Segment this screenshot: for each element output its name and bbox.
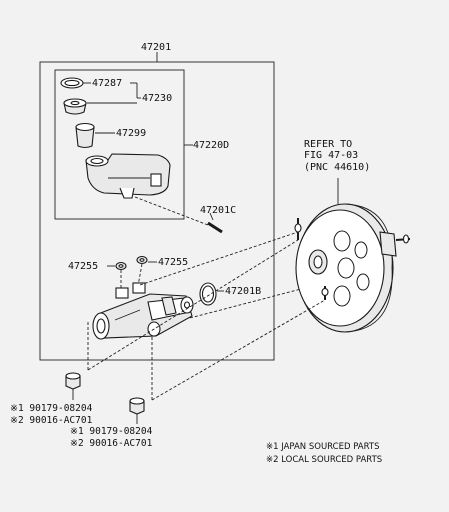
legend-local: ※2 LOCAL SOURCED PARTS (266, 455, 382, 465)
brake-booster (294, 203, 411, 333)
reservoir-tank (85, 153, 171, 199)
nut-upper-line-2: ※2 90016-AC701 (10, 415, 93, 426)
master-cylinder-body (92, 282, 194, 340)
grommet-right-part (136, 255, 148, 265)
label-pin: 47201C (200, 205, 236, 216)
grommet-left-part (115, 261, 127, 271)
nut-upper-stud-guide (87, 239, 299, 371)
label-grommet-right: 47255 (158, 257, 188, 268)
nut-upper-part (65, 372, 81, 390)
pin-guide (134, 196, 209, 226)
pin-leader (209, 212, 214, 221)
nut-lower-part (129, 397, 145, 415)
label-strainer: 47299 (116, 128, 146, 139)
label-grommet-left: 47255 (68, 261, 98, 272)
nut-lower-line-1: ※1 90179-08204 (70, 426, 153, 437)
grommet-right-guide (137, 263, 143, 287)
label-assembly: 47201 (141, 42, 171, 53)
label-reservoir: 47220D (193, 140, 229, 151)
legend-japan: ※1 JAPAN SOURCED PARTS (266, 442, 379, 452)
nut-upper-line-1: ※1 90179-08204 (10, 403, 93, 414)
refer-line-1: REFER TO (304, 139, 352, 150)
reservoir-frame (54, 69, 185, 220)
gasket-part (60, 77, 84, 89)
stud-guide-upper (139, 231, 299, 286)
strainer-part (75, 122, 95, 149)
refer-line-2: FIG 47-03 (304, 150, 358, 161)
cap-part (63, 98, 87, 115)
refer-line-3: (PNC 44610) (304, 162, 370, 173)
oring-part (199, 282, 217, 306)
pin-part (207, 221, 223, 234)
nut-lower-stud-guide (151, 299, 326, 401)
nut-lower-line-2: ※2 90016-AC701 (70, 438, 153, 449)
label-oring: 47201B (225, 286, 261, 297)
stud-guide-lower (189, 283, 321, 319)
label-cap: 47230 (142, 93, 172, 104)
label-gasket: 47287 (92, 78, 122, 89)
